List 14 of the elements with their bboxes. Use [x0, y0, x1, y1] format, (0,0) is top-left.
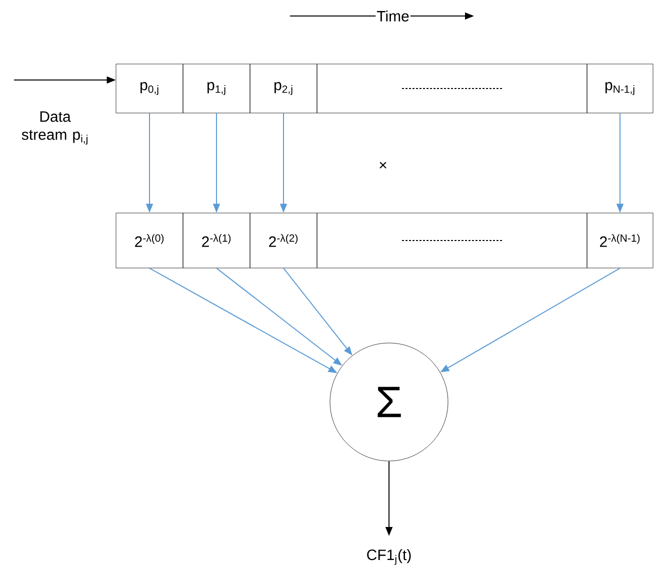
- cell-box: [316, 212, 588, 268]
- cell-box: p$_{1,j}$: [182, 64, 250, 114]
- cell-box: [316, 64, 588, 114]
- time-label: Time: [376, 10, 410, 22]
- cell-box: p$_{0,j}$: [116, 64, 184, 114]
- cell-box: p$_{N-1,j}$: [586, 64, 654, 114]
- cell-box: 2$^{-λ(2)}$: [250, 212, 318, 268]
- cell-box: 2$^{-λ(0)}$: [116, 212, 184, 268]
- stream-label: Data stream p$_{i,j}$: [22, 111, 88, 145]
- cell-box: 2$^{-λ(N-1)}$: [586, 212, 654, 268]
- multiply-sign: ×: [380, 162, 386, 169]
- cell-box: 2$^{-λ(1)}$: [182, 212, 250, 268]
- output-label: CF1$_{j}$(t): [367, 549, 411, 565]
- cell-box: p$_{2,j}$: [250, 64, 318, 114]
